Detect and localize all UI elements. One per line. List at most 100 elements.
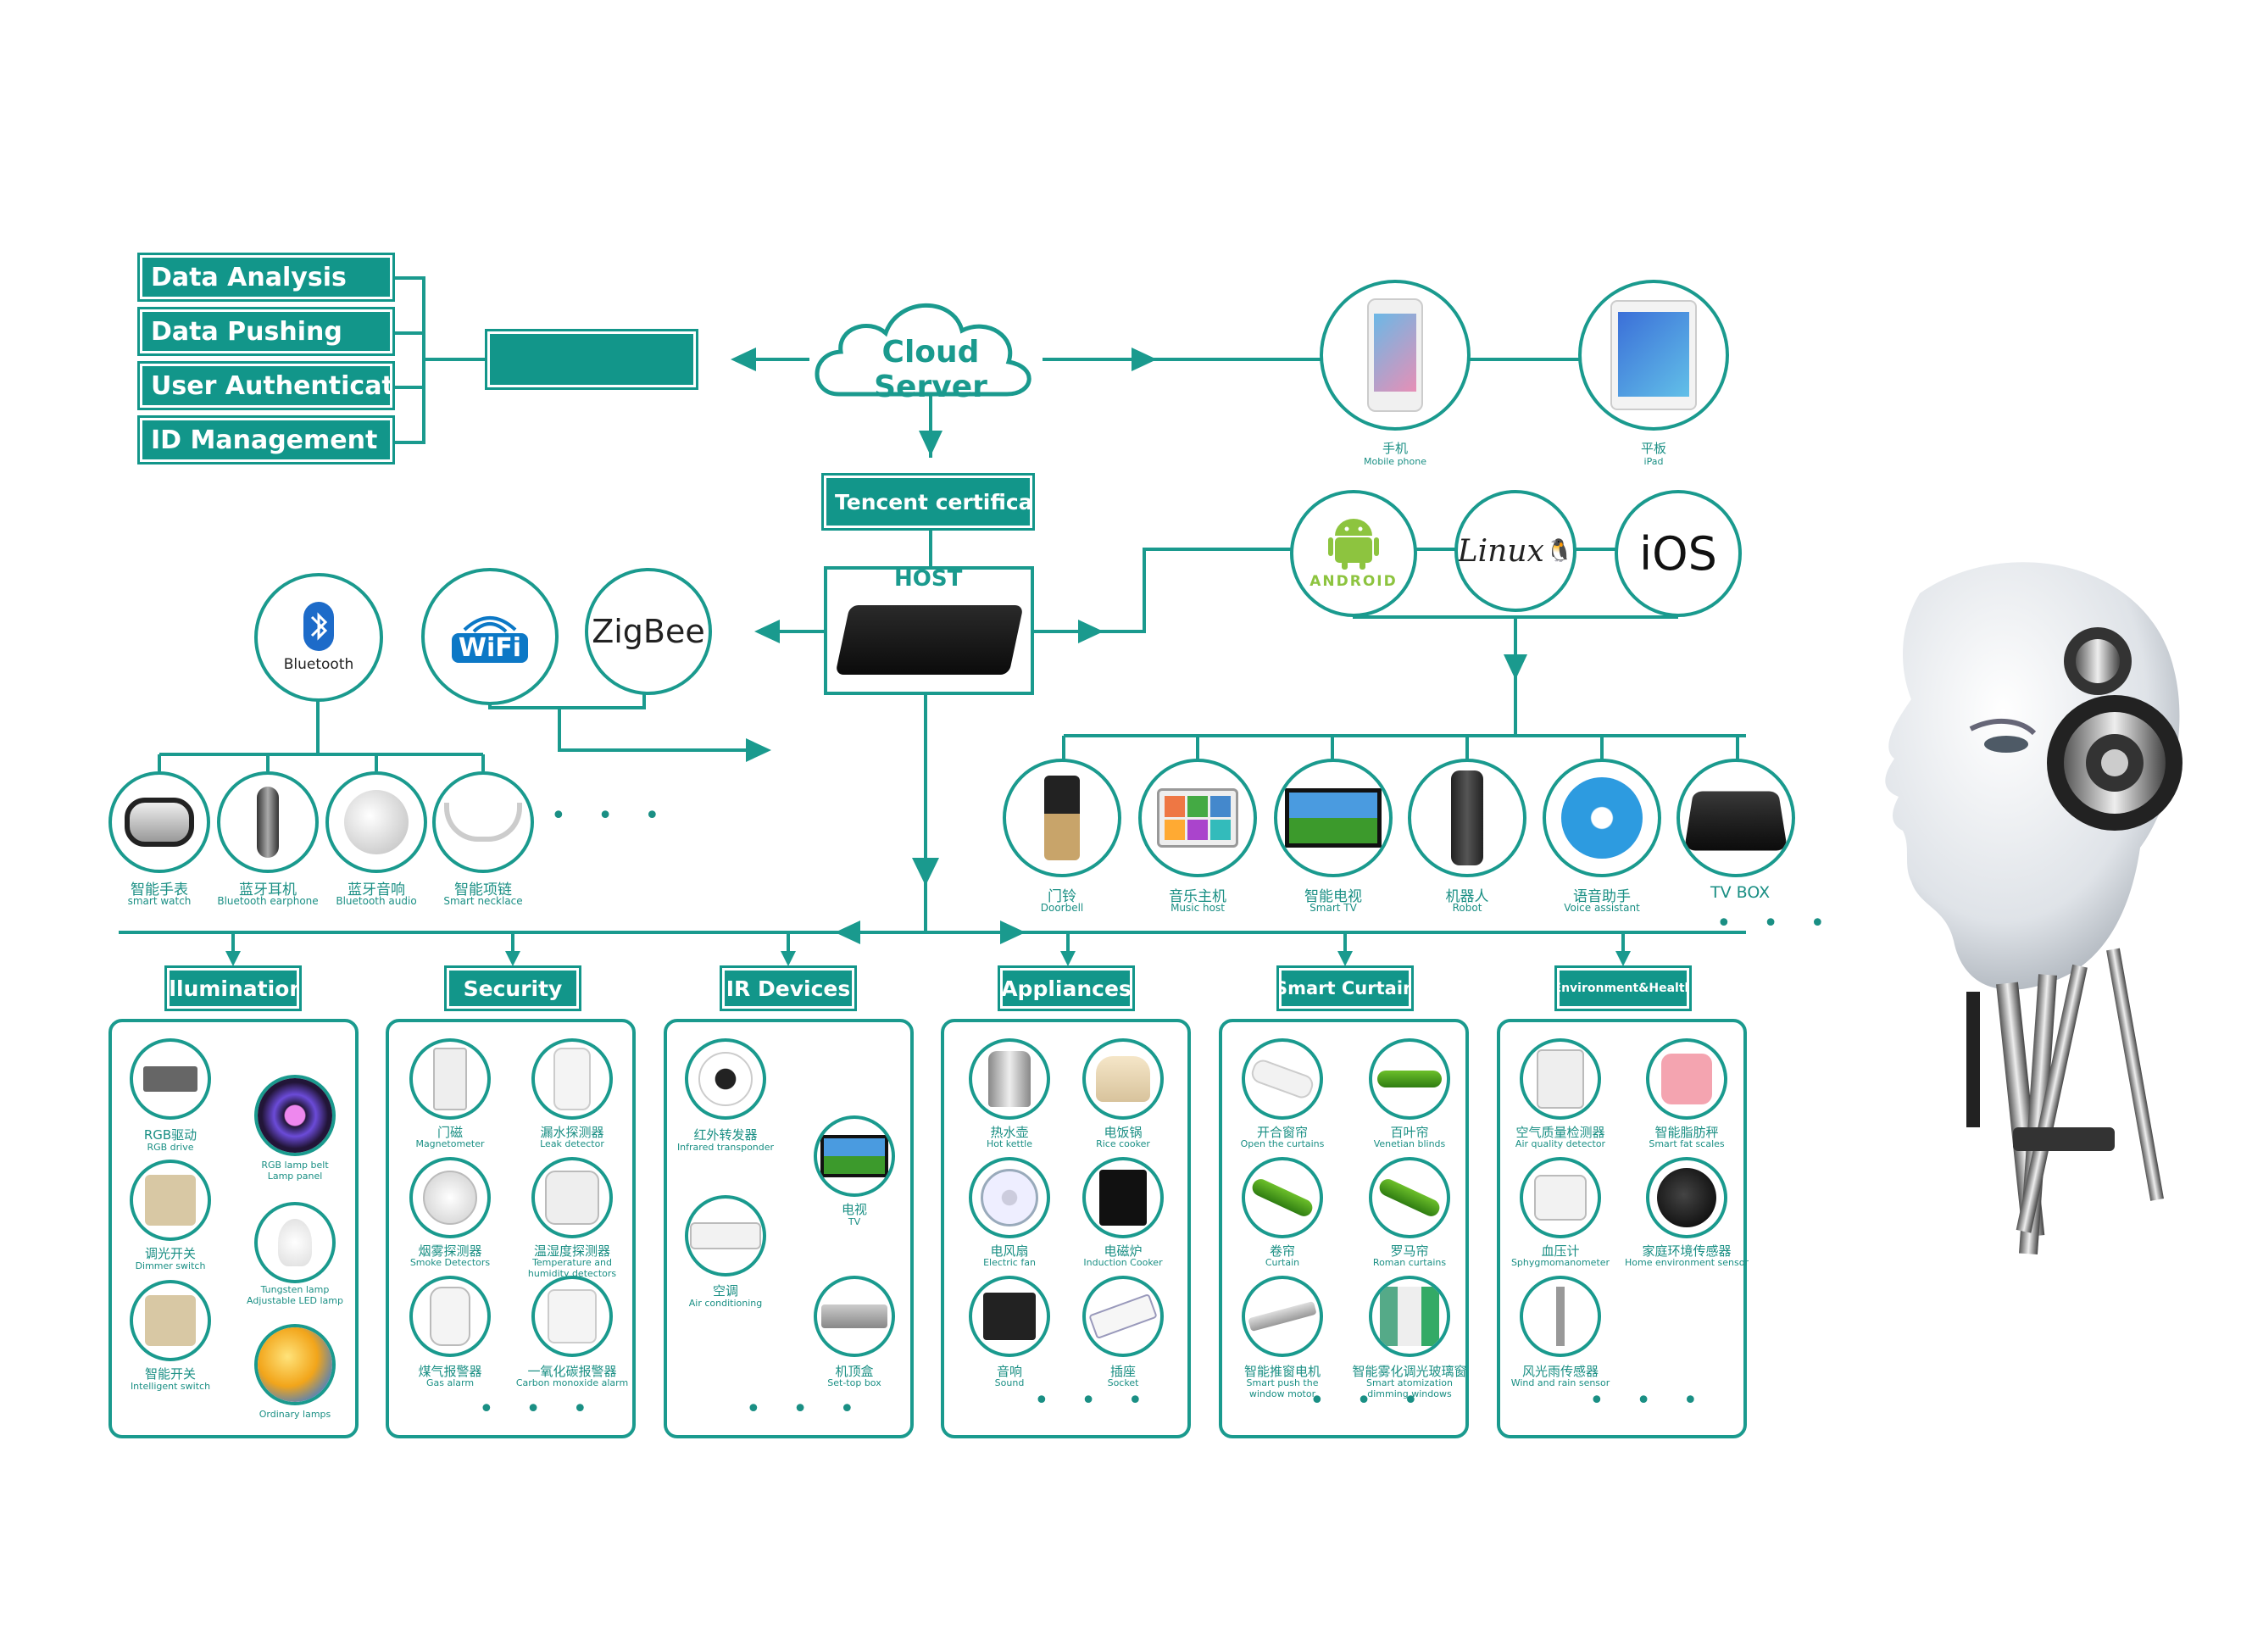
wearables-ellipsis: • • • xyxy=(551,801,672,831)
security-header: Security xyxy=(449,971,576,1006)
electric-fan-cn: 电风扇 xyxy=(990,1243,1029,1259)
voice-assistant-image xyxy=(1561,777,1643,859)
air-quality-en: Air quality detector xyxy=(1515,1138,1606,1149)
smoke-detectors-cn: 烟雾探测器 xyxy=(418,1243,482,1259)
ios-label: iOS xyxy=(1639,526,1717,581)
hot-kettle-en: Hot kettle xyxy=(986,1138,1033,1149)
ir-devices-header: IR Devices xyxy=(725,971,852,1006)
tv-box-label: TV BOX xyxy=(1710,883,1771,902)
rice-cooker-en: Rice cooker xyxy=(1096,1138,1150,1149)
bluetooth-earphone-en: Bluetooth earphone xyxy=(217,895,319,907)
android-icon xyxy=(1328,519,1379,570)
air-conditioning-en: Air conditioning xyxy=(688,1298,763,1309)
curtain-image xyxy=(1249,1176,1315,1220)
ordinary-lamps-image xyxy=(258,1327,332,1402)
ipad-cn: 平板 xyxy=(1640,441,1667,456)
host-device-image xyxy=(835,605,1024,675)
temperature-humidity-circle xyxy=(531,1157,613,1238)
air-quality-cn: 空气质量检测器 xyxy=(1515,1125,1605,1140)
window-motor-image xyxy=(1248,1300,1317,1332)
robot-head-illustration xyxy=(1885,562,2182,1255)
ir-tv-image xyxy=(820,1135,888,1177)
bluetooth-icon xyxy=(303,602,334,651)
venetian-blinds-image xyxy=(1377,1071,1442,1087)
wind-rain-sensor-circle xyxy=(1520,1276,1601,1357)
leak-detector-cn: 漏水探测器 xyxy=(540,1125,604,1140)
magnetometer-image xyxy=(433,1048,467,1110)
tencent-certificate-box: Tencent certificate xyxy=(826,478,1030,526)
carbon-monoxide-en: Carbon monoxide alarm xyxy=(515,1377,629,1388)
bluetooth-audio-image xyxy=(344,790,409,854)
security-ellipsis: • • • xyxy=(479,1394,600,1424)
leak-detector-circle xyxy=(531,1038,613,1120)
environment-health-header: Environment&Health xyxy=(1560,971,1687,1006)
curtain-en: Curtain xyxy=(1265,1257,1300,1268)
cloud-server-label: Cloud Server xyxy=(874,335,987,404)
fat-scales-circle xyxy=(1646,1038,1727,1120)
infrared-transponder-image xyxy=(698,1052,753,1106)
smart-watch-image xyxy=(125,798,194,847)
home-environment-sensor-image xyxy=(1657,1168,1716,1227)
environment-ellipsis: • • • xyxy=(1589,1386,1710,1416)
user-authentication-box: User Authentication xyxy=(142,366,390,405)
dimming-windows-cn: 智能雾化调光玻璃窗 xyxy=(1352,1364,1467,1379)
socket-circle xyxy=(1082,1276,1164,1357)
gas-alarm-en: Gas alarm xyxy=(425,1377,475,1388)
window-motor-cn: 智能推窗电机 xyxy=(1243,1364,1321,1379)
doorbell-cn: 门铃 xyxy=(1048,888,1076,905)
rgb-lamp-belt-image xyxy=(258,1078,332,1153)
fat-scales-image xyxy=(1661,1054,1712,1104)
user-authentication-label: User Authentication xyxy=(151,370,390,401)
curtain-cn: 卷帘 xyxy=(1269,1243,1296,1259)
intelligent-switch-image xyxy=(145,1295,196,1346)
cloud-icon xyxy=(815,303,1031,397)
tungsten-lamp-image xyxy=(278,1219,312,1266)
gas-alarm-circle xyxy=(409,1276,491,1357)
robot-en: Robot xyxy=(1452,902,1482,914)
air-quality-image xyxy=(1537,1049,1584,1109)
home-environment-sensor-cn: 家庭环境传感器 xyxy=(1642,1243,1732,1259)
smart-curtain-header: Smart Curtain xyxy=(1282,971,1409,1006)
id-management-label: ID Management xyxy=(151,425,378,455)
socket-image xyxy=(1088,1293,1158,1340)
curtain-circle xyxy=(1242,1157,1323,1238)
sphygmomanometer-circle xyxy=(1520,1157,1601,1238)
bluetooth-audio-circle xyxy=(325,771,427,873)
host-label: HOST xyxy=(894,566,963,592)
set-top-box-image xyxy=(821,1304,887,1328)
hot-kettle-image xyxy=(988,1051,1031,1107)
mobile-phone-image xyxy=(1367,298,1423,412)
android-label: ANDROID xyxy=(1309,573,1398,590)
dimmer-switch-circle xyxy=(130,1160,211,1241)
music-host-image xyxy=(1157,788,1238,848)
data-analysis-label: Data Analysis xyxy=(151,262,347,292)
dimming-windows-en: Smart atomization dimming windows xyxy=(1366,1377,1453,1399)
air-conditioning-image xyxy=(690,1222,761,1249)
carbon-monoxide-cn: 一氧化碳报警器 xyxy=(527,1364,617,1379)
smoke-detectors-en: Smoke Detectors xyxy=(409,1257,491,1268)
rgb-lamp-belt-circle xyxy=(254,1075,336,1156)
ir-tv-circle xyxy=(814,1115,895,1197)
electric-fan-circle xyxy=(969,1157,1050,1238)
magnetometer-circle xyxy=(409,1038,491,1120)
socket-en: Socket xyxy=(1107,1377,1139,1388)
open-curtains-circle xyxy=(1242,1038,1323,1120)
leak-detector-en: Leak detector xyxy=(540,1138,604,1149)
bluetooth-label: Bluetooth xyxy=(283,656,354,673)
temperature-humidity-cn: 温湿度探测器 xyxy=(533,1243,611,1259)
zigbee-label: ZigBee xyxy=(592,613,705,650)
infrared-transponder-cn: 红外转发器 xyxy=(693,1127,758,1143)
linux-label: Linux xyxy=(1457,533,1544,569)
dimming-windows-circle xyxy=(1369,1276,1450,1357)
id-management-box: ID Management xyxy=(142,420,390,459)
smart-tv-image xyxy=(1285,788,1382,848)
wifi-circle: WiFi xyxy=(421,568,559,705)
doorbell-en: Doorbell xyxy=(1040,902,1084,914)
sound-en: Sound xyxy=(994,1377,1025,1388)
venetian-blinds-en: Venetian blinds xyxy=(1373,1138,1446,1149)
zigbee-circle: ZigBee xyxy=(585,568,712,695)
hot-kettle-circle xyxy=(969,1038,1050,1120)
tungsten-lamp-circle xyxy=(254,1202,336,1283)
ipad-image xyxy=(1610,300,1697,410)
magnetometer-cn: 门磁 xyxy=(436,1125,464,1140)
